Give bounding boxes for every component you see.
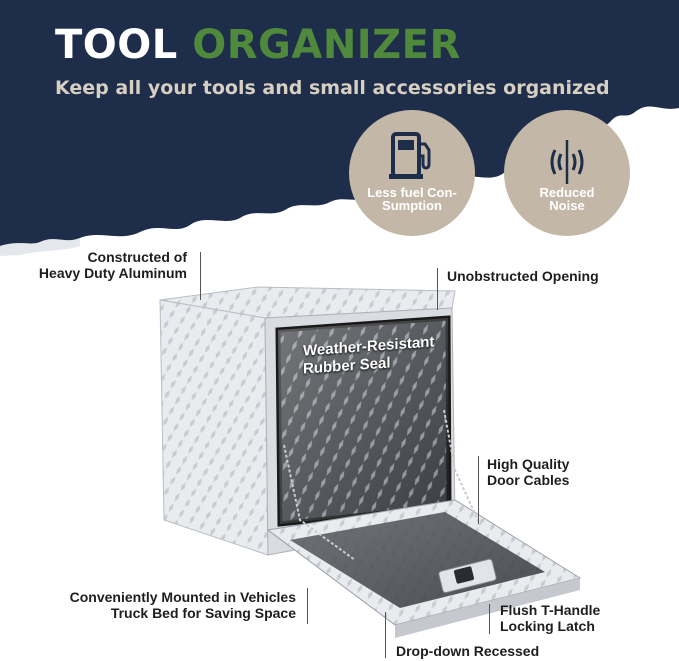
construction-callout: Constructed of Heavy Duty Aluminum [20, 249, 187, 281]
title-tool: TOOL [55, 22, 178, 68]
mounted-line1: Conveniently Mounted in Vehicles [69, 589, 296, 605]
fuel-badge: Less fuel Con- Sumption [349, 110, 475, 236]
construction-line1: Constructed of [87, 249, 187, 265]
fuel-label-line2: Sumption [382, 198, 442, 213]
cables-leader-line [478, 456, 479, 524]
handle-line2: Locking Latch [500, 618, 595, 634]
handle-callout: Flush T-Handle Locking Latch [500, 602, 600, 634]
mounted-leader-line [307, 588, 308, 624]
cables-line2: Door Cables [487, 472, 570, 488]
construction-line2: Heavy Duty Aluminum [38, 265, 187, 281]
handle-leader-line [489, 604, 490, 634]
fuel-pump-icon [389, 132, 431, 179]
page-subtitle: Keep all your tools and small accessorie… [55, 77, 610, 99]
fuel-label-line1: Less fuel Con- [367, 185, 457, 200]
mounted-callout: Conveniently Mounted in Vehicles Truck B… [20, 589, 296, 621]
header-background [0, 0, 679, 256]
recessed-leader-line [385, 612, 386, 658]
noise-label-line2: Noise [549, 198, 585, 213]
title-organizer: ORGANIZER [192, 22, 461, 68]
recessed-callout: Drop-down Recessed [396, 643, 540, 659]
opening-callout: Unobstructed Opening [447, 268, 599, 284]
noise-badge: Reduced Noise [504, 110, 630, 236]
cables-callout: High Quality Door Cables [487, 456, 569, 488]
page-title: TOOL ORGANIZER [55, 22, 461, 68]
sound-wave-icon [550, 140, 584, 184]
opening-leader-line [437, 268, 438, 310]
noise-label-line1: Reduced [539, 185, 595, 200]
mounted-line2: Truck Bed for Saving Space [110, 605, 296, 621]
handle-line1: Flush T-Handle [500, 602, 601, 618]
construction-leader-line [200, 252, 201, 300]
cables-line1: High Quality [487, 456, 570, 472]
